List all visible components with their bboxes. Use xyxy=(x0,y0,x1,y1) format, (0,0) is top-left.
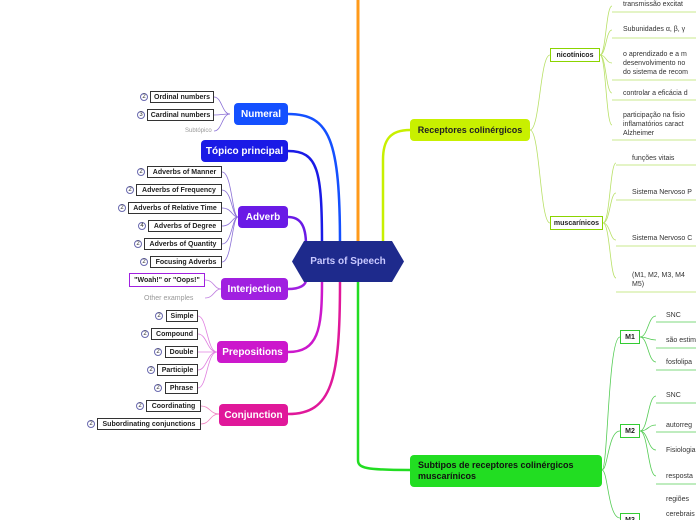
adverbs-of-relative-time-node[interactable]: Adverbs of Relative Time xyxy=(128,202,222,214)
m3-text-2: cerebrais xyxy=(666,511,695,518)
center-hexagon xyxy=(292,241,404,282)
numeral-topic[interactable]: Numeral xyxy=(234,103,288,125)
double-node[interactable]: Double xyxy=(165,346,198,358)
m2-node[interactable]: M2 xyxy=(620,424,640,438)
topico-principal-topic[interactable]: Tópico principal xyxy=(201,140,288,162)
interjection-topic[interactable]: Interjection xyxy=(221,278,288,300)
m1-text-1: SNC xyxy=(666,312,681,319)
muscarinicos-text-4: (M1, M2, M3, M4 xyxy=(632,272,685,279)
m3-text-1: regiões xyxy=(666,496,689,503)
nicotinicos-text-8: inflamatórios caract xyxy=(623,121,684,128)
cardinal-numbers-count-badge: 3 xyxy=(137,111,145,119)
focusing-adverbs-node[interactable]: Focusing Adverbs xyxy=(150,256,222,268)
adverbs-of-manner-count-badge: 2 xyxy=(137,168,145,176)
m2-text-3: Fisiologia xyxy=(666,447,696,454)
m2-text-4: resposta xyxy=(666,473,693,480)
m3-node[interactable]: M3 xyxy=(620,513,640,520)
participle-node[interactable]: Participle xyxy=(157,364,198,376)
muscarinicos-text-3: Sistema Nervoso C xyxy=(632,235,693,242)
subordinating-conjunctions-node[interactable]: Subordinating conjunctions xyxy=(97,418,201,430)
compound-node[interactable]: Compound xyxy=(151,328,198,340)
cardinal-numbers-node[interactable]: Cardinal numbers xyxy=(147,109,214,121)
participle-count-badge: 2 xyxy=(147,366,155,374)
adverb-topic[interactable]: Adverb xyxy=(238,206,288,228)
coordinating-node[interactable]: Coordinating xyxy=(146,400,201,412)
woah-oops-node[interactable]: "Woah!" or "Oops!" xyxy=(129,273,205,287)
nicotinicos-node[interactable]: nicotínicos xyxy=(550,48,600,62)
adverbs-of-quantity-node[interactable]: Adverbs of Quantity xyxy=(144,238,222,250)
nicotinicos-text-5: do sistema de recom xyxy=(623,69,688,76)
m1-text-3: fosfolipa xyxy=(666,359,693,366)
m1-text-2: são estim xyxy=(666,337,696,344)
muscarinicos-text-2: Sistema Nervoso P xyxy=(632,189,692,196)
m2-text-1: SNC xyxy=(666,392,681,399)
other-examples-node[interactable]: Other examples xyxy=(144,295,194,302)
ordinal-numbers-node[interactable]: Ordinal numbers xyxy=(150,91,214,103)
double-count-badge: 2 xyxy=(154,348,162,356)
nicotinicos-text-6: controlar a eficácia d xyxy=(623,90,688,97)
phrase-count-badge: 2 xyxy=(154,384,162,392)
prepositions-topic[interactable]: Prepositions xyxy=(217,341,288,363)
nicotinicos-text-2: Subunidades α, β, γ xyxy=(623,26,686,33)
adverbs-of-degree-node[interactable]: Adverbs of Degree xyxy=(148,220,222,232)
simple-node[interactable]: Simple xyxy=(166,310,198,322)
muscarinicos-text-1: funções vitais xyxy=(632,155,675,162)
ordinal-numbers-count-badge: 2 xyxy=(140,93,148,101)
adverbs-of-manner-node[interactable]: Adverbs of Manner xyxy=(147,166,222,178)
focusing-adverbs-count-badge: 2 xyxy=(140,258,148,266)
adverbs-of-relative-time-count-badge: 2 xyxy=(118,204,126,212)
phrase-node[interactable]: Phrase xyxy=(165,382,198,394)
compound-count-badge: 2 xyxy=(141,330,149,338)
nicotinicos-text-3: o aprendizado e a m xyxy=(623,51,687,58)
muscarinicos-node[interactable]: muscarínicos xyxy=(550,216,603,230)
coordinating-count-badge: 2 xyxy=(136,402,144,410)
muscarinicos-text-5: M5) xyxy=(632,281,645,288)
adverbs-of-frequency-node[interactable]: Adverbs of Frequency xyxy=(136,184,222,196)
adverbs-of-frequency-count-badge: 2 xyxy=(126,186,134,194)
central-topic[interactable]: Parts of Speech xyxy=(310,256,386,267)
adverbs-of-quantity-count-badge: 2 xyxy=(134,240,142,248)
nicotinicos-text-9: Alzheimer xyxy=(623,130,655,137)
m2-text-2: autorreg xyxy=(666,422,693,429)
receptores-colinergicos-topic[interactable]: Receptores colinérgicos xyxy=(410,119,530,141)
nicotinicos-text-1: transmissão excitat xyxy=(623,1,683,8)
nicotinicos-text-7: participação na fisio xyxy=(623,112,685,119)
nicotinicos-text-4: desenvolvimento no xyxy=(623,60,686,67)
subtipos-receptores-topic[interactable]: Subtipos de receptores colinérgicos musc… xyxy=(410,455,602,487)
numeral-subtopic-placeholder[interactable]: Subtópico xyxy=(185,128,212,134)
subordinating-conjunctions-count-badge: 2 xyxy=(87,420,95,428)
conjunction-topic[interactable]: Conjunction xyxy=(219,404,288,426)
m1-node[interactable]: M1 xyxy=(620,330,640,344)
adverbs-of-degree-count-badge: 4 xyxy=(138,222,146,230)
simple-count-badge: 2 xyxy=(155,312,163,320)
